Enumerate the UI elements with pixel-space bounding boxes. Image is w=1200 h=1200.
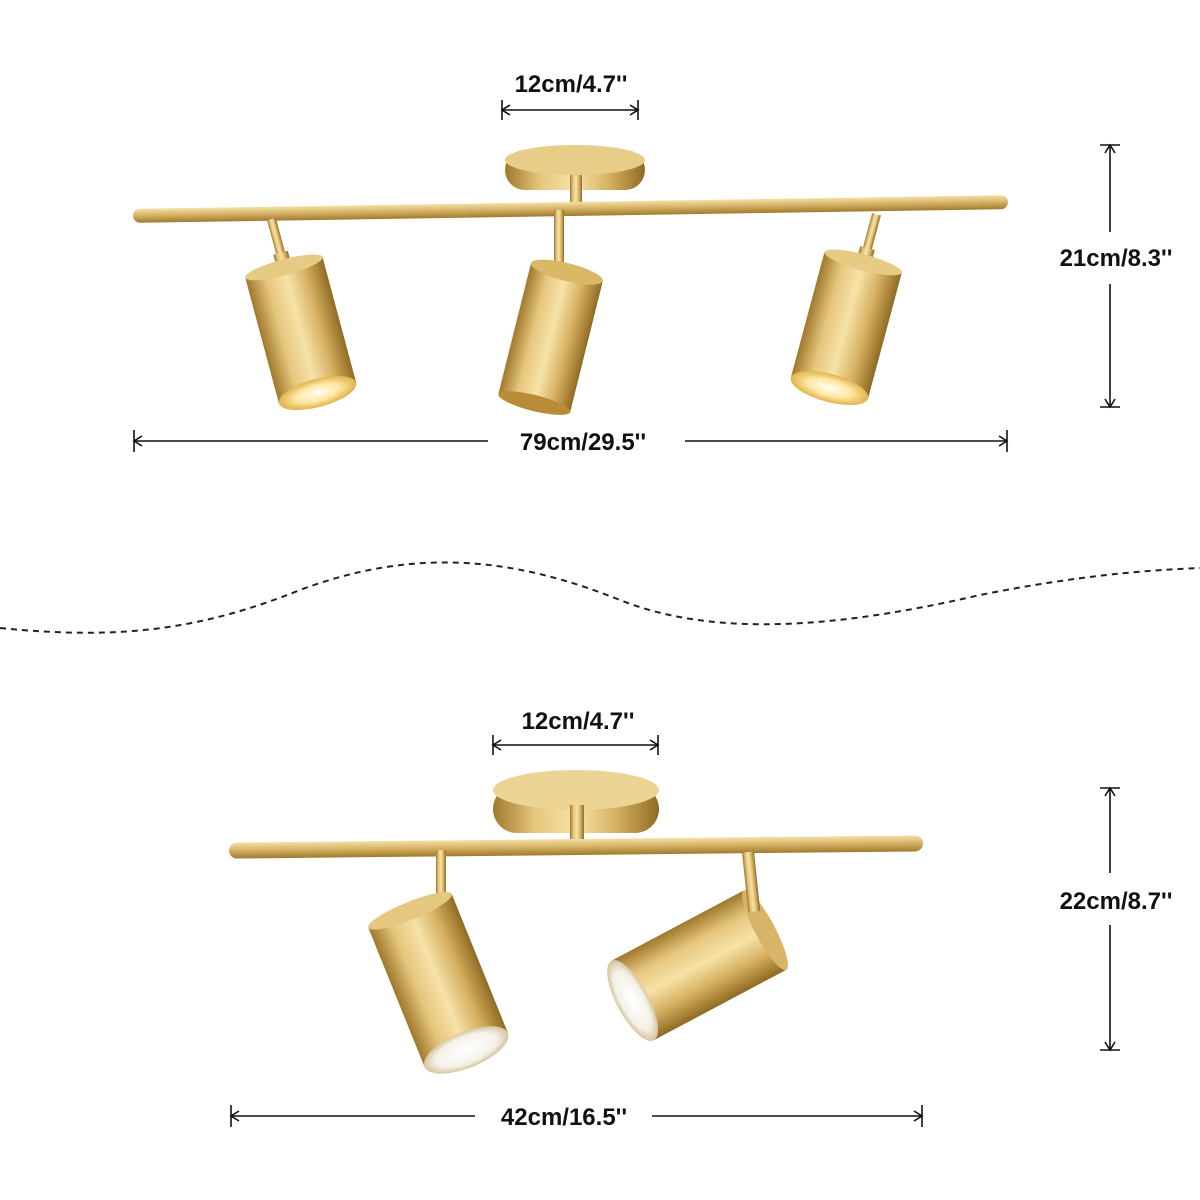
canopy-width-dimension-top (500, 100, 640, 120)
dashed-separator (0, 561, 1200, 634)
length-label-bottom: 42cm/16.5'' (501, 1104, 627, 1131)
length-dimension-top (132, 430, 1009, 452)
canopy-width-label-top: 12cm/4.7'' (515, 71, 628, 98)
swivel-arm (742, 851, 761, 913)
canopy-width-dimension-bottom (491, 735, 660, 755)
spotlight (790, 213, 902, 405)
spotlight (368, 850, 509, 1074)
length-dimension-bottom (229, 1105, 924, 1127)
length-label-top: 79cm/29.5'' (520, 429, 646, 456)
height-dimension-top (1100, 143, 1120, 409)
canopy-width-label-bottom: 12cm/4.7'' (522, 708, 635, 735)
height-label-bottom: 22cm/8.7'' (1060, 888, 1173, 915)
canopy (505, 145, 645, 205)
spotlight (245, 217, 357, 410)
spotlight (607, 890, 788, 1041)
two-light-fixture (229, 770, 923, 1074)
height-dimension-bottom (1100, 786, 1120, 1052)
height-label-top: 21cm/8.3'' (1060, 245, 1173, 272)
three-light-fixture (133, 145, 1008, 415)
mounting-bar (133, 195, 1008, 223)
canopy (493, 770, 659, 840)
spotlight (498, 210, 603, 415)
